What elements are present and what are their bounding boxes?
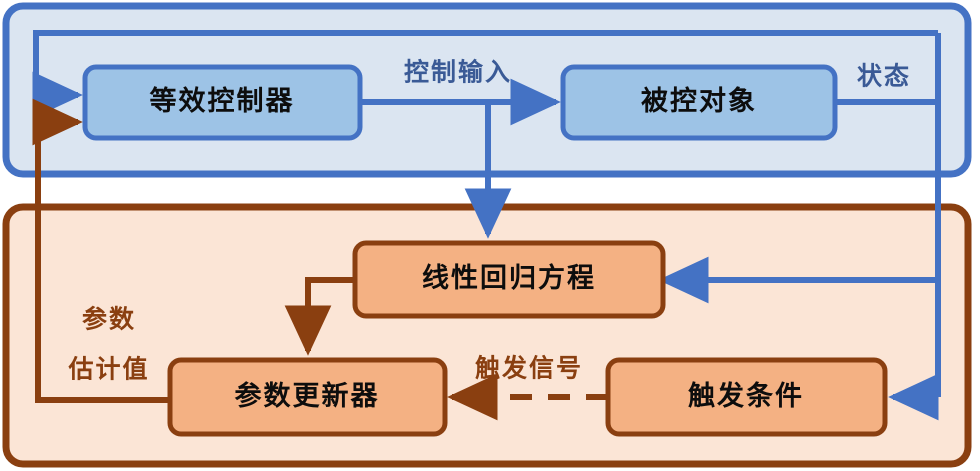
parameter-estimate-label-line2: 估计值: [67, 356, 149, 384]
controlled-plant-label: 被控对象: [641, 85, 757, 116]
block-trigger-condition[interactable]: 触发条件: [605, 357, 888, 437]
block-controlled-plant[interactable]: 被控对象: [560, 64, 838, 141]
parameter-updater-box[interactable]: [167, 357, 448, 437]
trigger-condition-label: 触发条件: [688, 380, 804, 411]
block-equivalent-controller[interactable]: 等效控制器: [82, 64, 363, 141]
block-parameter-updater[interactable]: 参数更新器: [167, 357, 448, 437]
control-input-label: 控制输入: [404, 58, 512, 87]
estimate-to-controller-line: [32, 98, 170, 403]
equivalent-controller-label: 等效控制器: [150, 85, 295, 116]
linear-regression-box[interactable]: [352, 240, 666, 319]
controlled-plant-box[interactable]: [560, 64, 838, 141]
equivalent-controller-box[interactable]: [82, 64, 363, 141]
parameter-updater-label: 参数更新器: [235, 380, 380, 411]
block-linear-regression[interactable]: 线性回归方程: [352, 240, 666, 319]
parameter-estimate-label-line1: 参数: [82, 305, 136, 334]
regression-to-updater-line: [284, 277, 355, 356]
trigger-condition-box[interactable]: [605, 357, 888, 437]
state-label: 状态: [857, 63, 911, 91]
linear-regression-label: 线性回归方程: [422, 262, 596, 293]
state-feedback-to-controller: [32, 30, 938, 119]
trigger-signal-label: 触发信号: [475, 354, 583, 383]
